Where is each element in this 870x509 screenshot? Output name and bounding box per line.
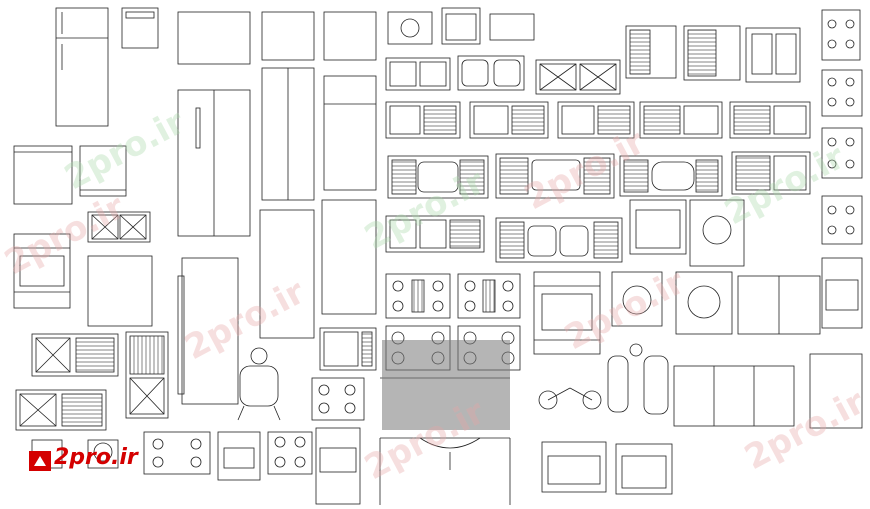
- gas-cylinder-icon: [607, 343, 669, 415]
- dishwasher-icon: [13, 145, 127, 205]
- cabinet-icon: [87, 255, 153, 327]
- brand-logo: 2pro.ir: [54, 445, 138, 470]
- water-heater-icon: [237, 347, 281, 421]
- cooktops-right-icon: [821, 9, 863, 245]
- top-right-sinks-icon: [625, 25, 801, 83]
- oven-bottom-icon: [541, 441, 673, 495]
- sink-drain-row-icon: [385, 101, 811, 139]
- kitchen-cabinet-elevation-icon: [673, 353, 863, 429]
- side-by-side-fridge-icon: [177, 11, 377, 237]
- washer-icons: [611, 199, 863, 335]
- sink-row-1-icon: [385, 7, 621, 95]
- play-overlay-icon[interactable]: [382, 340, 510, 430]
- logo-icon: [29, 451, 51, 471]
- oven-range-icon: [13, 233, 71, 309]
- long-sink-row-icon: [385, 151, 811, 263]
- refrigerator-icon: [55, 7, 109, 127]
- cooktop-icons: [143, 377, 365, 505]
- microwave-oven-icon: [319, 327, 377, 371]
- microwave-icon: [121, 7, 159, 49]
- sink-drainboard-icon: [15, 331, 169, 431]
- bicycle-icon: [538, 387, 602, 410]
- tall-fridge-icon: [177, 199, 377, 405]
- double-sink-icon: [87, 211, 151, 243]
